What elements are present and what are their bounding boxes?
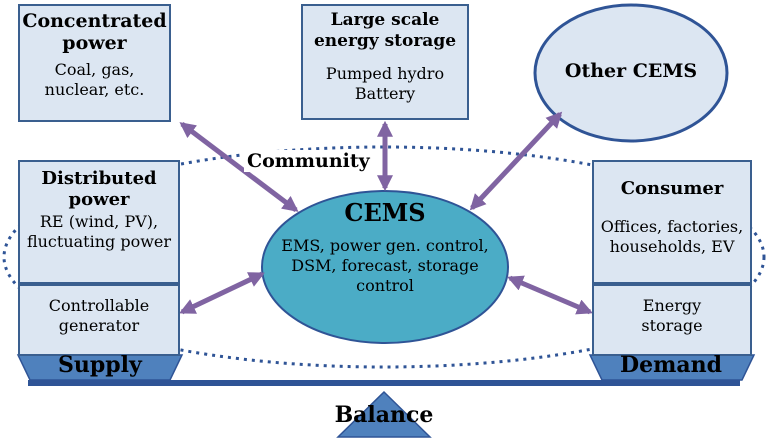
controllable-generator-text: Controllable generator bbox=[48, 296, 150, 335]
balance-fulcrum bbox=[336, 390, 432, 438]
balance-label: Balance bbox=[334, 402, 434, 428]
arrow-cems-demand bbox=[507, 275, 593, 315]
energy-storage-text: Energy storage bbox=[641, 296, 703, 335]
concentrated-power-title: Concentrated power bbox=[22, 10, 167, 54]
energy-storage-box: Energy storage bbox=[592, 284, 752, 356]
scale-beam bbox=[28, 380, 740, 386]
large-storage-box: Large scale energy storage Pumped hydro … bbox=[301, 4, 469, 120]
demand-label: Demand bbox=[620, 352, 722, 378]
distributed-power-title: Distributed power bbox=[41, 168, 157, 210]
concentrated-power-text: Coal, gas, nuclear, etc. bbox=[44, 60, 145, 99]
consumer-title: Consumer bbox=[620, 178, 724, 199]
community-boundary bbox=[2, 145, 766, 369]
other-cems-ellipse bbox=[533, 3, 729, 143]
community-label: Community bbox=[244, 150, 373, 172]
cems-title: CEMS bbox=[344, 198, 426, 227]
distributed-power-text: RE (wind, PV), fluctuating power bbox=[26, 212, 172, 251]
large-storage-line2: Battery bbox=[354, 84, 416, 103]
cems-text: EMS, power gen. control, DSM, forecast, … bbox=[281, 236, 489, 295]
other-cems-title: Other CEMS bbox=[564, 60, 698, 82]
arrow-concentrated-cems bbox=[179, 122, 299, 212]
consumer-text: Offices, factories, households, EV bbox=[600, 217, 744, 256]
arrow-supply-cems bbox=[179, 271, 265, 315]
distributed-power-box: Distributed power RE (wind, PV), fluctua… bbox=[18, 160, 180, 284]
supply-label: Supply bbox=[58, 352, 142, 378]
consumer-box: Consumer Offices, factories, households,… bbox=[592, 160, 752, 284]
controllable-generator-box: Controllable generator bbox=[18, 284, 180, 356]
concentrated-power-box: Concentrated power Coal, gas, nuclear, e… bbox=[18, 4, 171, 122]
arrow-other-cems bbox=[469, 111, 563, 211]
large-storage-title: Large scale energy storage bbox=[313, 10, 457, 51]
large-storage-line1: Pumped hydro bbox=[325, 64, 445, 83]
